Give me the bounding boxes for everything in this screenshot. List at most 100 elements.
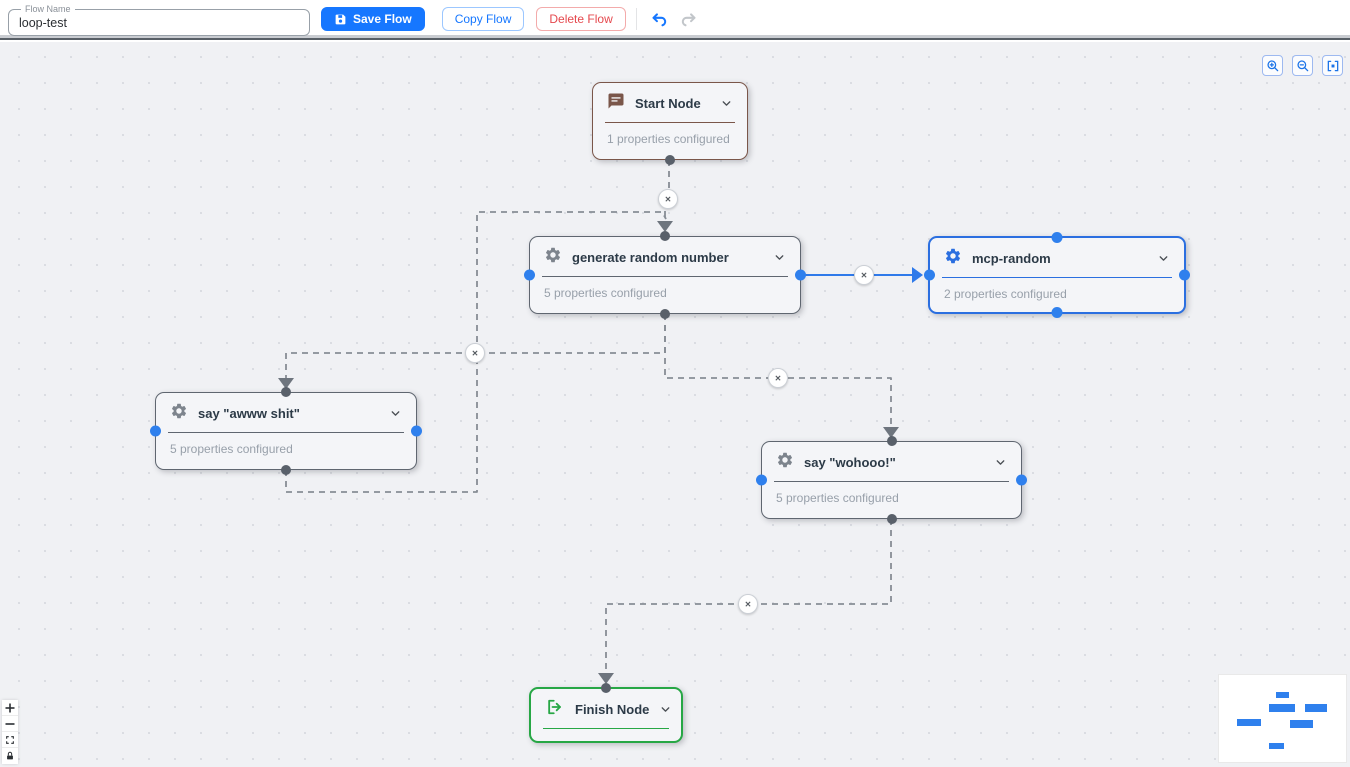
copy-flow-label: Copy Flow (454, 12, 512, 26)
zoom-out-icon (1296, 59, 1308, 71)
node-divider (605, 122, 735, 123)
node-expand-button[interactable] (659, 703, 672, 716)
minimap-node (1276, 692, 1289, 698)
node-start[interactable]: Start Node 1 properties configured (592, 82, 748, 165)
edge-delete-button[interactable]: ✕ (465, 343, 485, 363)
handle-top[interactable] (1051, 232, 1063, 243)
handle-left[interactable] (524, 269, 535, 281)
handle-right[interactable] (795, 269, 806, 281)
minimap-node (1237, 719, 1261, 726)
node-expand-button[interactable] (720, 97, 733, 110)
handle-right[interactable] (411, 425, 422, 437)
controls-lock-button[interactable] (2, 748, 18, 764)
controls-zoom-out-button[interactable] (2, 716, 18, 732)
node-properties-text: 1 properties configured (607, 132, 730, 146)
edge-delete-button[interactable]: ✕ (738, 594, 758, 614)
handle-right[interactable] (1179, 269, 1190, 281)
undo-icon (652, 12, 666, 26)
delete-flow-label: Delete Flow (549, 12, 613, 26)
copy-flow-button[interactable]: Copy Flow (441, 7, 525, 31)
node-divider (774, 481, 1009, 482)
node-header: say "awww shit" (156, 393, 416, 432)
minimap-node (1305, 704, 1327, 712)
node-expand-button[interactable] (1157, 252, 1170, 265)
handle-right[interactable] (1016, 474, 1027, 486)
flow-name-input[interactable] (19, 16, 299, 32)
handle-bottom[interactable] (1051, 307, 1063, 318)
node-header: generate random number (530, 237, 800, 276)
frame-icon (6, 735, 14, 744)
node-title: say "wohooo!" (804, 455, 896, 470)
node-title: generate random number (572, 250, 729, 265)
chevron-down-icon (661, 707, 670, 712)
canvas-controls (2, 700, 18, 764)
gear-icon (171, 403, 187, 419)
node-divider (942, 277, 1172, 278)
plus-icon (5, 703, 15, 712)
node-mcp-random[interactable]: mcp-random 2 properties configured (924, 232, 1190, 318)
edge-wohooo-to-finish (605, 519, 892, 681)
node-expand-button[interactable] (773, 251, 786, 264)
chevron-down-icon (775, 255, 784, 260)
edge-arrowhead (278, 378, 294, 389)
node-divider (168, 432, 404, 433)
node-title: Start Node (635, 96, 701, 111)
node-divider (543, 728, 669, 729)
node-header: say "wohooo!" (762, 442, 1021, 481)
handle-left[interactable] (150, 425, 161, 437)
node-say-wohooo[interactable]: say "wohooo!" 5 properties configured (756, 436, 1027, 524)
flow-name-field: Flow Name (8, 4, 310, 36)
handle-bottom[interactable] (886, 514, 897, 524)
delete-flow-button[interactable]: Delete Flow (536, 7, 626, 31)
toolbar-separator (635, 8, 637, 30)
minimap[interactable] (1218, 674, 1347, 763)
edge-arrowhead (598, 673, 614, 684)
fit-view-button[interactable] (1322, 55, 1343, 76)
handle-bottom[interactable] (660, 309, 670, 319)
undo-button[interactable] (649, 10, 670, 29)
controls-zoom-in-button[interactable] (2, 700, 18, 716)
edge-delete-button[interactable]: ✕ (854, 265, 874, 285)
handle-bottom[interactable] (281, 465, 291, 475)
zoom-in-icon (1266, 59, 1278, 71)
save-flow-button[interactable]: Save Flow (321, 7, 425, 31)
handle-top[interactable] (601, 683, 611, 693)
minimap-node (1269, 743, 1284, 749)
handle-left[interactable] (924, 269, 935, 281)
edge-delete-button[interactable]: ✕ (768, 368, 788, 388)
handle-top[interactable] (281, 387, 291, 397)
save-flow-label: Save Flow (353, 12, 412, 26)
edge-arrowhead (912, 267, 923, 283)
node-say-awww-shit[interactable]: say "awww shit" 5 properties configured (150, 387, 422, 475)
node-header: mcp-random (930, 238, 1184, 277)
node-expand-button[interactable] (994, 456, 1007, 469)
node-finish[interactable]: Finish Node (529, 683, 683, 743)
gear-icon (777, 452, 793, 468)
node-properties-text: 5 properties configured (170, 442, 293, 456)
handle-bottom[interactable] (665, 155, 675, 165)
controls-fit-view-button[interactable] (2, 732, 18, 748)
zoom-in-button[interactable] (1262, 55, 1283, 76)
handle-top[interactable] (886, 436, 897, 446)
edge-delete-button[interactable]: ✕ (658, 189, 678, 209)
handle-top[interactable] (660, 231, 670, 241)
edge-arrowhead (657, 221, 673, 232)
node-expand-button[interactable] (389, 407, 402, 420)
minimap-node (1290, 720, 1313, 728)
node-generate-random-number[interactable]: generate random number 5 properties conf… (524, 231, 806, 319)
flow-canvas[interactable]: Start Node 1 properties configured gener… (0, 42, 1350, 767)
minimap-node (1269, 704, 1295, 712)
edge-generate-to-awww (285, 314, 666, 386)
redo-button[interactable] (678, 10, 699, 29)
gear-icon (545, 247, 561, 263)
chevron-down-icon (722, 101, 731, 106)
handle-left[interactable] (756, 474, 767, 486)
zoom-out-button[interactable] (1292, 55, 1313, 76)
flow-name-label: Flow Name (25, 4, 71, 14)
fit-view-icon (1327, 60, 1338, 71)
chat-icon (608, 93, 624, 109)
redo-icon (681, 12, 696, 26)
node-header: Start Node (593, 83, 747, 122)
node-header: Finish Node (531, 689, 681, 728)
